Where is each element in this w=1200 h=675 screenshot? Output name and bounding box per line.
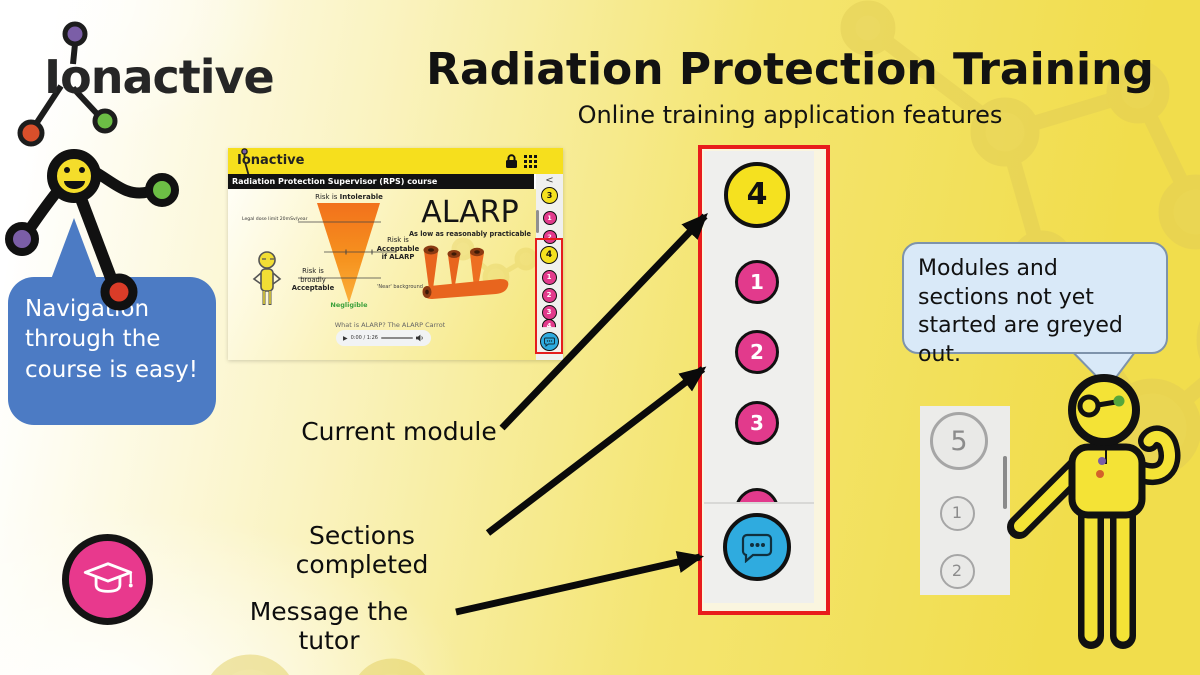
greyed-section-1: 1 [939, 495, 975, 531]
chat-bubble-icon [741, 533, 773, 563]
course-title-bar: Radiation Protection Supervisor (RPS) co… [228, 174, 534, 189]
chat-bubble-icon [543, 337, 555, 347]
info-speech-bubble: Modules and sections not yet started are… [902, 242, 1168, 367]
panel-section-1[interactable]: 1 [735, 260, 779, 304]
page-title: Radiation Protection Training [426, 44, 1154, 95]
lock-icon[interactable] [505, 154, 518, 169]
app-boxed-section-3[interactable]: 3 [541, 304, 557, 320]
mascot-character-right [1007, 374, 1181, 649]
slide-caption: What is ALARP? The ALARP Carrot [334, 321, 446, 329]
app-logo-wordmark: Ionactive [237, 153, 305, 168]
app-module-4-current[interactable]: 4 [540, 246, 558, 264]
funnel-top-label: Risk is Intolerable [315, 193, 383, 201]
app-chat-button[interactable] [539, 332, 559, 351]
info-speech-text: Modules and sections not yet started are… [918, 256, 1123, 367]
audio-player[interactable]: ▶ 0:00 / 1:26 [336, 330, 431, 346]
graduation-cap-icon [83, 561, 133, 593]
nav-bubble-pointer [50, 218, 98, 282]
alarp-subtitle: As low as reasonably practicable [408, 230, 532, 238]
panel-module-4-current[interactable]: 4 [724, 162, 790, 228]
app-module-3[interactable]: 3 [541, 187, 558, 204]
grid-menu-icon[interactable] [524, 155, 537, 168]
alarp-title: ALARP [421, 195, 519, 230]
app-boxed-section-1[interactable]: 1 [541, 269, 557, 285]
funnel-legal-limit: Legal dose limit 20mSv/year [242, 217, 308, 222]
app-screenshot: Ionactive Radiation Protection [228, 148, 563, 360]
logo-molecule [17, 21, 118, 147]
mini-figure [252, 251, 282, 305]
label-sections-completed: Sections completed [295, 521, 429, 579]
greyed-nav-panel: 5 1 2 [920, 406, 1010, 595]
play-icon[interactable]: ▶ [343, 334, 348, 342]
player-track[interactable] [380, 337, 413, 339]
graduation-badge [62, 534, 153, 625]
panel-section-4-partial[interactable]: 4 [735, 488, 779, 502]
app-boxed-section-2[interactable]: 2 [541, 287, 557, 303]
panel-divider [704, 502, 814, 504]
panel-section-3[interactable]: 3 [735, 401, 779, 445]
app-content: Risk is Intolerable Legal dose limit 20m… [228, 189, 536, 360]
funnel-near-background: 'Near' background [377, 284, 423, 290]
page-subtitle: Online training application features [577, 101, 1003, 129]
greyed-module-5: 5 [930, 412, 988, 470]
mascot-character [5, 149, 179, 311]
app-section-1[interactable]: 1 [542, 211, 557, 225]
funnel-negligible: Negligible [330, 301, 368, 309]
greyed-scrollbar [1003, 456, 1007, 509]
magnified-nav-panel: 4 1 2 3 4 [698, 145, 830, 615]
panel-chat-button[interactable] [723, 513, 791, 581]
speaker-icon[interactable] [416, 334, 424, 342]
app-sidebar: < 3 1 2 4 1 2 3 4 [534, 174, 563, 360]
label-current-module: Current module [301, 417, 497, 446]
panel-section-2[interactable]: 2 [735, 330, 779, 374]
greyed-section-2: 2 [939, 553, 975, 589]
back-chevron-icon[interactable]: < [545, 175, 554, 186]
logo-wordmark: Ionactive [44, 50, 275, 104]
carrots-image [422, 245, 509, 299]
player-time: 0:00 / 1:26 [350, 335, 378, 341]
course-title: Radiation Protection Supervisor (RPS) co… [232, 177, 438, 186]
label-message-tutor: Message the tutor [249, 597, 409, 655]
panel-scroll-area: 4 1 2 3 4 [704, 151, 814, 502]
app-scrollbar[interactable] [536, 210, 539, 233]
